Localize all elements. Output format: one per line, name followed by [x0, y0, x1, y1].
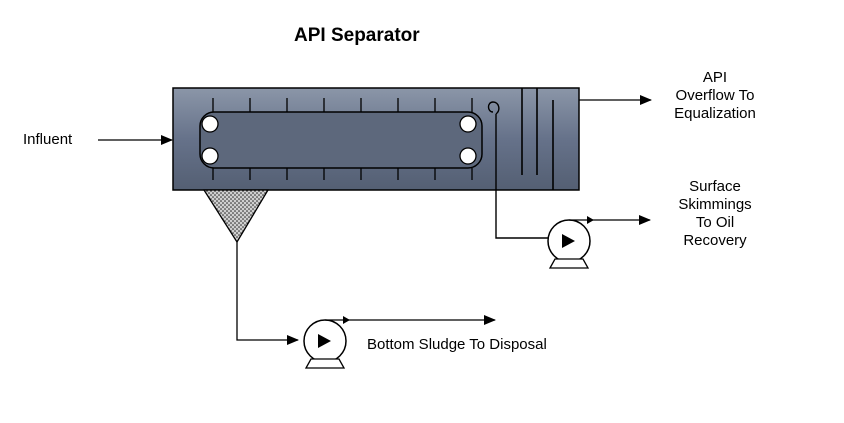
sludge-label: Bottom Sludge To Disposal [367, 336, 547, 353]
skimmings-label-line4: Recovery [683, 232, 747, 249]
overflow-label: API Overflow To Equalization [655, 69, 775, 123]
sludge-pipe [236, 242, 299, 345]
sludge-hopper [202, 189, 270, 244]
skimmings-label-line1: Surface [689, 178, 741, 195]
roller-top-right [459, 115, 477, 133]
skimmings-label: Surface Skimmings To Oil Recovery [660, 178, 770, 250]
influent-label: Influent [23, 131, 73, 148]
skimmings-label-line2: Skimmings [678, 196, 752, 213]
overflow-label-line1: API [702, 69, 728, 86]
overflow-weir [521, 88, 554, 190]
diagram-title: API Separator [294, 25, 420, 46]
flight-scraper-chain [199, 111, 483, 169]
roller-top-left [201, 115, 219, 133]
oil-skimmer-pipe [487, 101, 548, 239]
roller-bottom-left [201, 147, 219, 165]
sludge-pump [303, 315, 496, 369]
skimmings-pump [547, 215, 651, 269]
tank-top-baffles [212, 98, 473, 112]
overflow-label-line3: Equalization [674, 105, 756, 122]
overflow-label-line2: Overflow To [675, 87, 755, 104]
roller-bottom-right [459, 147, 477, 165]
tank-bottom-baffles [212, 168, 473, 180]
skimmings-label-line3: To Oil [695, 214, 735, 231]
